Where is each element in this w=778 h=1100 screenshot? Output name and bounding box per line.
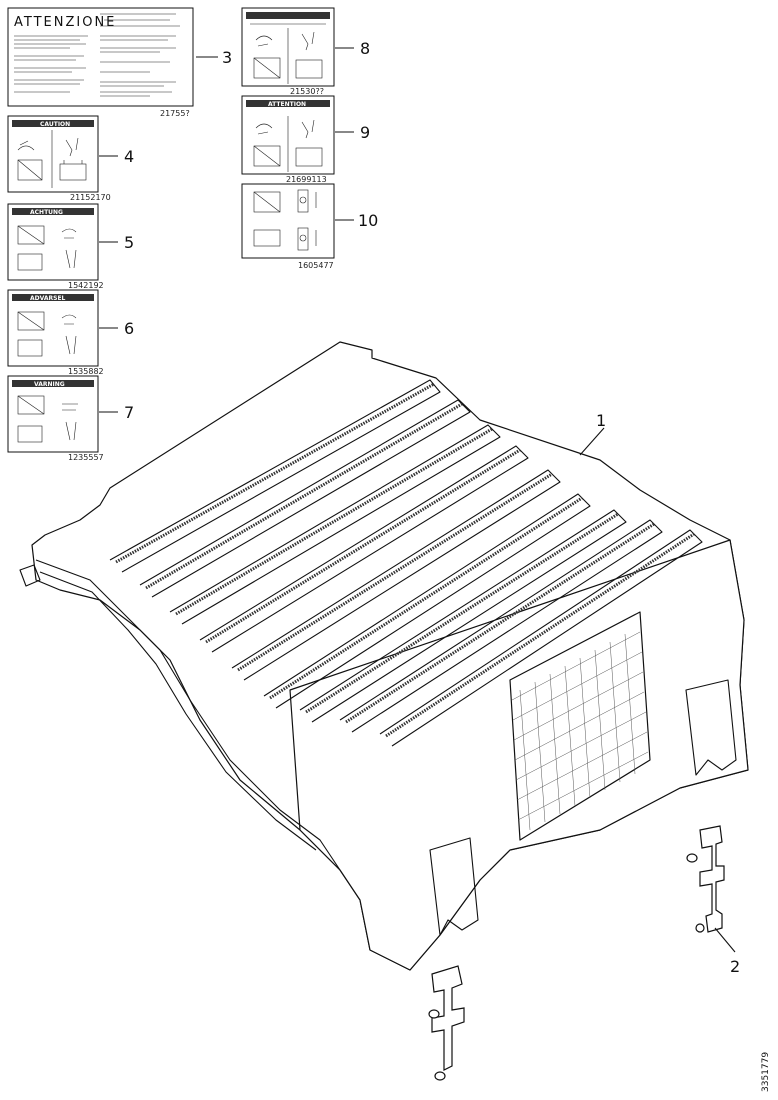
label6-part-number: 1535882 [68,367,104,376]
callout-8: 8 [360,39,370,58]
warning-label-6: ADVARSEL 1535882 [7,289,104,376]
warning-label-10: 1605477 [241,183,335,270]
label5-header: ACHTUNG [30,209,63,216]
warning-label-8: 21530?? [241,7,335,96]
callout-4: 4 [124,147,134,166]
warning-label-4: CAUTION 21152170 [7,115,111,202]
label7-part-number: 1235557 [68,453,104,462]
label3-part-number: 21755? [160,109,190,118]
warning-label-3: ATTENZIONE 21755? [7,7,194,118]
label5-part-number: 1542192 [68,281,104,290]
label4-header: CAUTION [40,121,70,128]
callout-7: 7 [124,403,134,422]
label4-part-number: 21152170 [70,193,111,202]
attenzione-heading: ATTENZIONE [14,15,116,30]
label9-header: ATTENTION [268,101,306,108]
callout-1: 1 [596,411,606,430]
callout-10: 10 [358,211,378,230]
warning-label-9: ATTENTION 21699113 [241,95,335,184]
callout-5: 5 [124,233,134,252]
label9-part-number: 21699113 [286,175,327,184]
label10-part-number: 1605477 [298,261,334,270]
label8-part-number: 21530?? [290,87,324,96]
warning-label-7: VARNING 1235557 [7,375,104,462]
callout-9: 9 [360,123,370,142]
callout-6: 6 [124,319,134,338]
warning-label-5: ACHTUNG 1542192 [7,203,104,290]
battery-cover [19,341,749,971]
strap-part-2-left [428,965,465,1081]
label7-header: VARNING [34,381,65,388]
callout-3: 3 [222,48,232,67]
label6-header: ADVARSEL [30,295,66,302]
figure-number: 3351779 [761,1052,771,1092]
strap-part-2-right [686,825,725,933]
callout-2: 2 [730,957,740,976]
